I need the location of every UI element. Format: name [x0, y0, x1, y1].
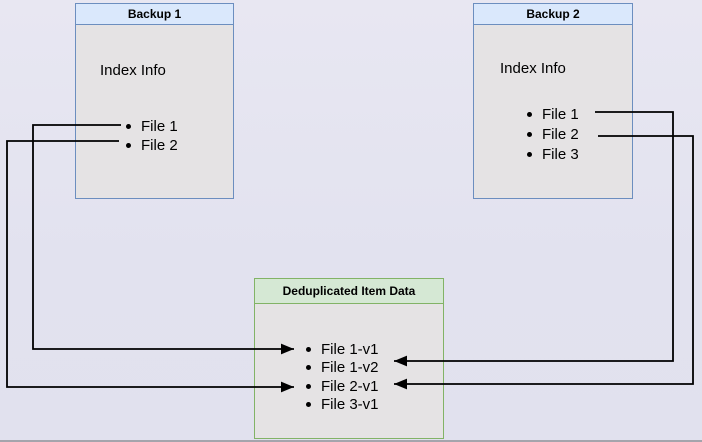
dedup-file1v1-label: File 1-v1 — [321, 340, 379, 358]
bullet-icon — [527, 151, 532, 157]
backup1-box: Backup 1 Index Info File 1 File 2 — [75, 3, 234, 199]
backup2-file-list: File 1 File 2 File 3 — [474, 104, 632, 164]
bullet-icon — [306, 383, 311, 389]
backup2-title: Backup 2 — [474, 4, 632, 25]
dedup-file2v1-label: File 2-v1 — [321, 377, 379, 395]
backup2-file3-label: File 3 — [542, 145, 579, 163]
dedup-file3v1-label: File 3-v1 — [321, 396, 379, 414]
list-item: File 2 — [126, 136, 233, 155]
backup2-box: Backup 2 Index Info File 1 File 2 File 3 — [473, 3, 633, 199]
list-item: File 2 — [527, 124, 632, 144]
backup2-file1-label: File 1 — [542, 105, 579, 123]
list-item: File 2-v1 — [306, 377, 443, 396]
window-bottom-edge — [0, 440, 702, 442]
backup1-index-info-label: Index Info — [100, 62, 166, 79]
bullet-icon — [126, 124, 131, 129]
list-item: File 3-v1 — [306, 396, 443, 415]
list-item: File 1-v2 — [306, 359, 443, 378]
dedup-title: Deduplicated Item Data — [255, 279, 443, 304]
bullet-icon — [306, 346, 311, 352]
list-item: File 3 — [527, 144, 632, 164]
dedup-file1v2-label: File 1-v2 — [321, 359, 379, 377]
deduplicated-item-data-box: Deduplicated Item Data File 1-v1 File 1-… — [254, 278, 444, 439]
bullet-icon — [527, 111, 532, 117]
list-item: File 1 — [126, 117, 233, 136]
backup1-file-list: File 1 File 2 — [76, 117, 233, 155]
backup2-file2-label: File 2 — [542, 125, 579, 143]
list-item: File 1-v1 — [306, 340, 443, 359]
backup1-title: Backup 1 — [76, 4, 233, 25]
bullet-icon — [306, 402, 311, 408]
bullet-icon — [527, 131, 532, 137]
backup1-file2-label: File 2 — [141, 137, 178, 154]
bullet-icon — [306, 365, 311, 371]
backup1-file1-label: File 1 — [141, 118, 178, 135]
bullet-icon — [126, 143, 131, 148]
list-item: File 1 — [527, 104, 632, 124]
backup2-index-info-label: Index Info — [500, 60, 566, 77]
dedup-item-list: File 1-v1 File 1-v2 File 2-v1 File 3-v1 — [255, 340, 443, 414]
